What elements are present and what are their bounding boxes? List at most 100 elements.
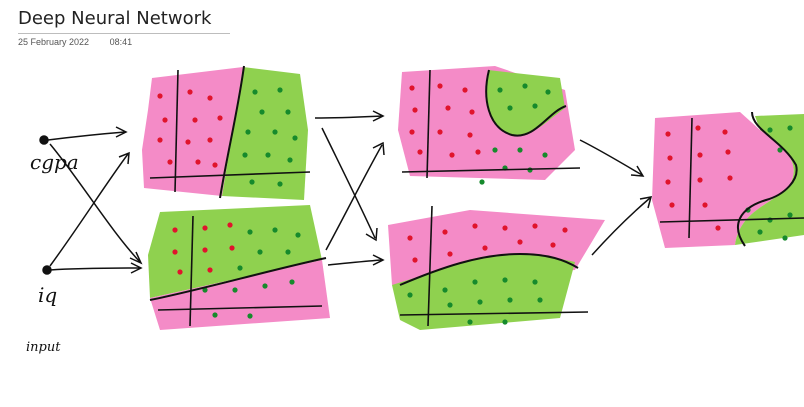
red-data-point xyxy=(417,149,423,155)
panel-3-dots xyxy=(409,83,551,185)
panel-5 xyxy=(652,111,804,248)
green-data-point xyxy=(532,279,538,285)
panel-3-y-axis xyxy=(426,69,431,179)
green-data-point xyxy=(522,83,528,89)
panel-3 xyxy=(398,66,581,185)
red-data-point xyxy=(407,235,413,241)
green-data-point xyxy=(537,297,543,303)
green-data-point xyxy=(467,319,473,325)
red-data-point xyxy=(207,137,213,143)
iq-input-node xyxy=(42,265,52,275)
red-data-point xyxy=(227,222,233,228)
red-data-point xyxy=(445,105,451,111)
panel-2-x-axis xyxy=(157,305,323,311)
green-data-point xyxy=(277,87,283,93)
green-data-point xyxy=(272,129,278,135)
red-data-point xyxy=(517,239,523,245)
red-data-point xyxy=(715,225,721,231)
arrowhead xyxy=(118,151,130,165)
green-data-point xyxy=(442,287,448,293)
green-data-point xyxy=(252,89,258,95)
red-data-point xyxy=(665,179,671,185)
red-data-point xyxy=(177,269,183,275)
red-data-point xyxy=(722,129,728,135)
panel-2-dots xyxy=(172,222,301,319)
green-data-point xyxy=(507,105,513,111)
red-data-point xyxy=(162,117,168,123)
panel-1-green-region xyxy=(222,67,308,200)
green-data-point xyxy=(292,135,298,141)
red-data-point xyxy=(550,242,556,248)
arrowhead xyxy=(115,126,128,138)
page-title: Deep Neural Network xyxy=(18,8,212,29)
arrowhead xyxy=(372,141,385,156)
panel-2-y-axis xyxy=(189,215,194,327)
red-data-point xyxy=(409,85,415,91)
arrowhead xyxy=(130,262,143,274)
panel-5-green-region xyxy=(735,114,804,245)
green-data-point xyxy=(247,313,253,319)
green-data-point xyxy=(249,179,255,185)
arrowhead xyxy=(372,254,385,266)
arrow-iq-to-panel-1 xyxy=(49,153,129,267)
panel-4 xyxy=(388,205,605,330)
red-data-point xyxy=(665,131,671,137)
page-date: 25 February 2022 xyxy=(18,37,90,47)
red-data-point xyxy=(157,93,163,99)
arrow-panel-2-to-panel-3 xyxy=(325,144,383,251)
green-data-point xyxy=(757,229,763,235)
panel-1 xyxy=(142,65,311,200)
red-data-point xyxy=(437,129,443,135)
panel-3-green-region xyxy=(486,70,565,136)
red-data-point xyxy=(412,257,418,263)
green-data-point xyxy=(502,319,508,325)
green-data-point xyxy=(407,292,413,298)
red-data-point xyxy=(195,159,201,165)
panel-1-x-axis xyxy=(149,171,311,179)
green-data-point xyxy=(285,109,291,115)
green-data-point xyxy=(767,127,773,133)
green-data-point xyxy=(287,157,293,163)
input-layer-label: input xyxy=(26,340,61,355)
red-data-point xyxy=(212,162,218,168)
green-data-point xyxy=(242,152,248,158)
panel-5-pink-region xyxy=(652,112,794,248)
green-data-point xyxy=(245,129,251,135)
input-label-cgpa: cgpa xyxy=(30,150,79,174)
green-data-point xyxy=(472,279,478,285)
green-data-point xyxy=(447,302,453,308)
green-data-point xyxy=(502,277,508,283)
green-data-point xyxy=(295,232,301,238)
red-data-point xyxy=(469,109,475,115)
arrowhead xyxy=(630,165,645,177)
red-data-point xyxy=(532,223,538,229)
green-data-point xyxy=(787,212,793,218)
panel-3-decision-boundary xyxy=(485,69,567,137)
panel-5-y-axis xyxy=(688,117,693,239)
title-divider xyxy=(18,33,230,34)
red-data-point xyxy=(462,87,468,93)
arrow-panel-4-to-panel-5 xyxy=(591,197,651,256)
red-data-point xyxy=(475,149,481,155)
arrow-cgpa-to-panel-1 xyxy=(47,131,126,141)
green-data-point xyxy=(259,109,265,115)
red-data-point xyxy=(449,152,455,158)
red-data-point xyxy=(192,117,198,123)
green-data-point xyxy=(492,147,498,153)
red-data-point xyxy=(202,247,208,253)
arrow-panel-3-to-panel-5 xyxy=(579,139,643,176)
panel-1-decision-boundary xyxy=(219,65,245,199)
arrow-cgpa-to-panel-2 xyxy=(49,143,141,263)
red-data-point xyxy=(447,251,453,257)
red-data-point xyxy=(412,107,418,113)
panel-4-y-axis xyxy=(427,205,433,327)
red-data-point xyxy=(702,202,708,208)
arrow-iq-to-panel-2 xyxy=(49,267,141,271)
arrowhead xyxy=(372,110,385,122)
panel-5-x-axis xyxy=(659,217,804,223)
green-data-point xyxy=(787,125,793,131)
arrow-panel-1-to-panel-4 xyxy=(321,127,376,239)
panel-1-y-axis xyxy=(174,69,179,193)
red-data-point xyxy=(669,202,675,208)
green-data-point xyxy=(542,152,548,158)
